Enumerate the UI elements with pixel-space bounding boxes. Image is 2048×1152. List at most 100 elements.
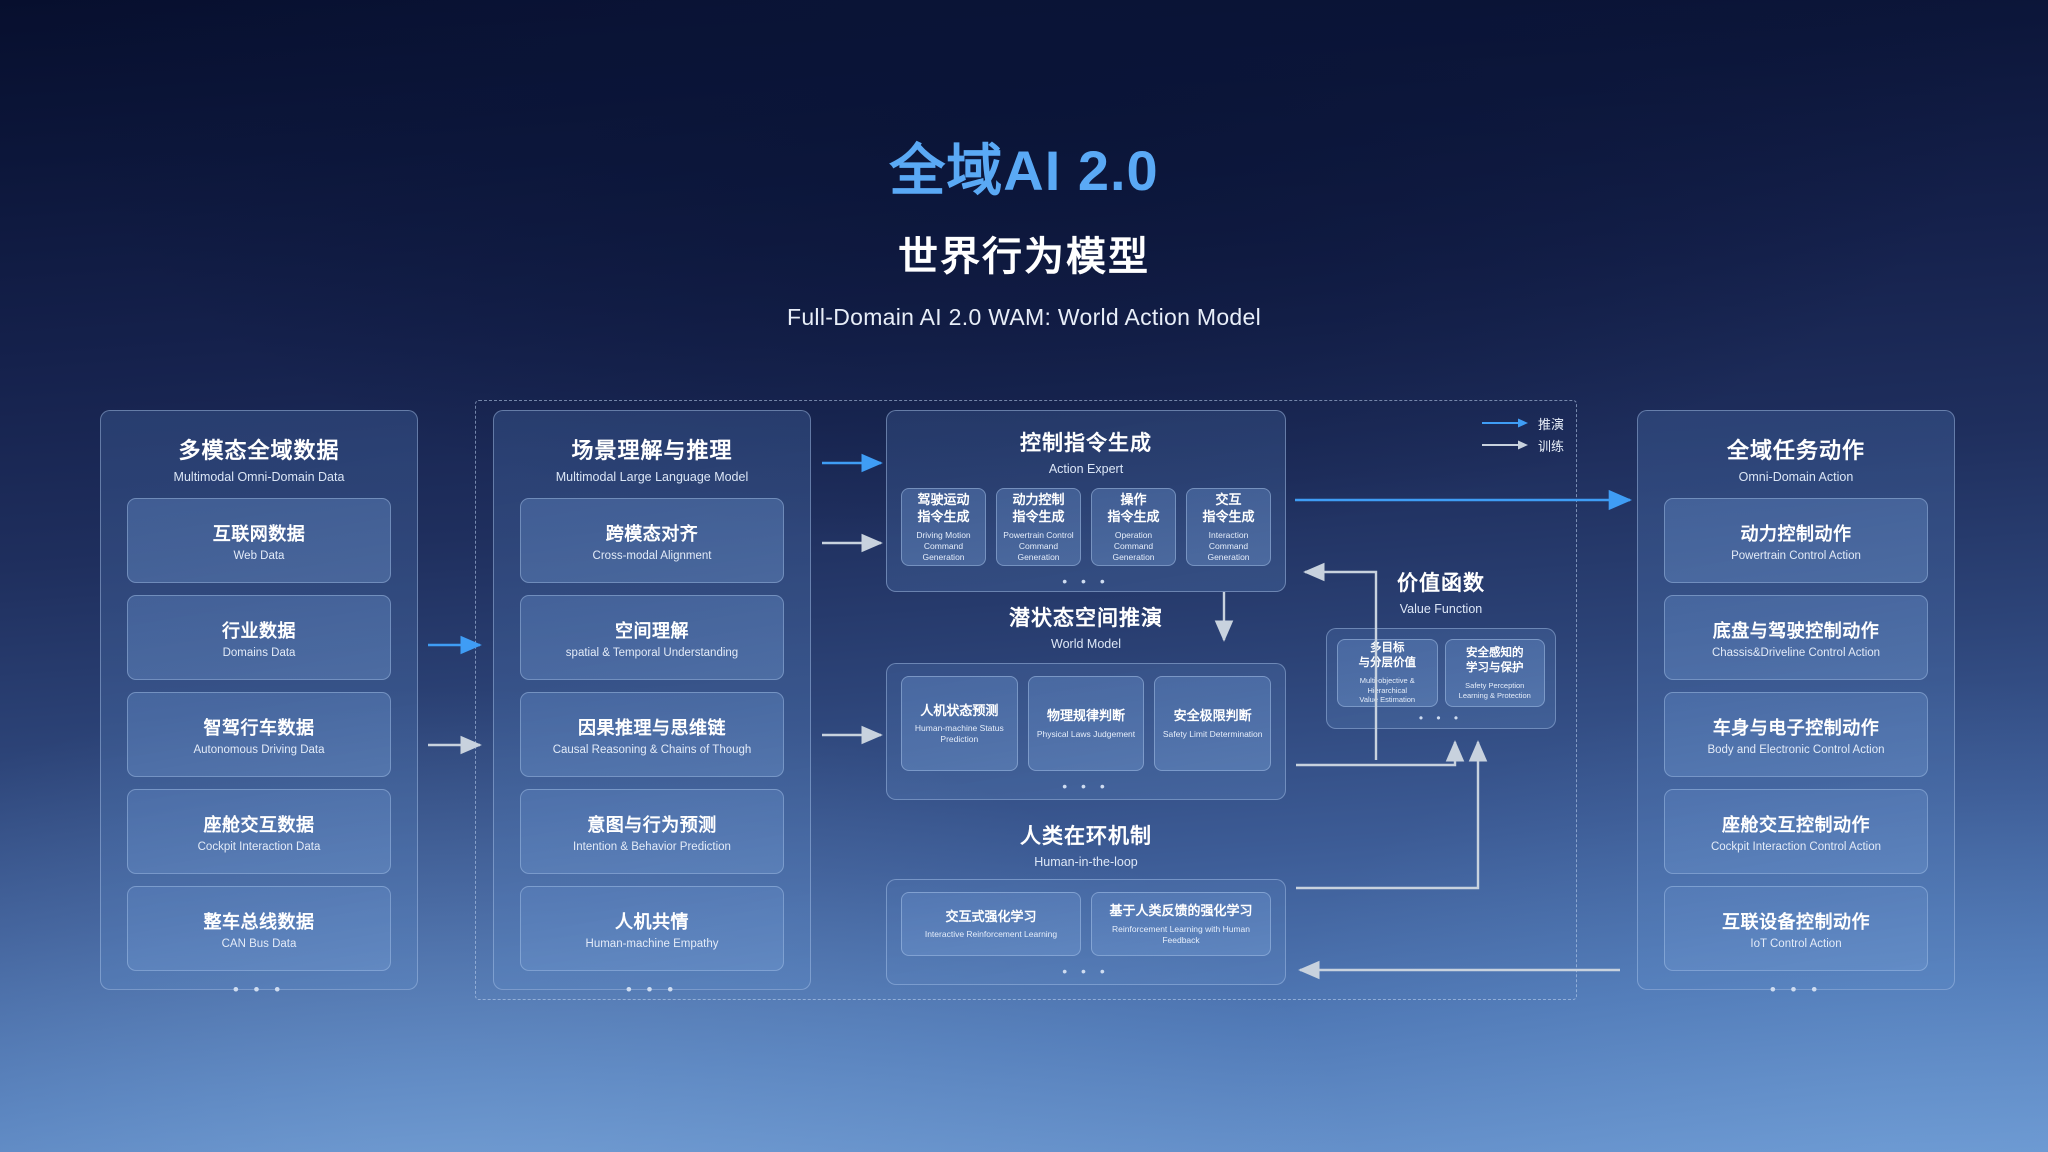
group-value-function-items: 多目标 与分层价值 Multi-objective & Hierarchical…: [1335, 639, 1547, 707]
subcard-driving-motion-command-zh2: 指令生成: [917, 509, 970, 525]
subcard-multi-objective-value-zh1: 多目标: [1370, 641, 1405, 654]
subcard-multi-objective-value[interactable]: 多目标 与分层价值 Multi-objective & Hierarchical…: [1337, 639, 1438, 707]
subcard-operation-command-en2: Command Generation: [1112, 541, 1155, 563]
group-world-model: 潜状态空间推演 World Model 人机状态预测 Human-machine…: [886, 600, 1286, 810]
card-human-machine-empathy[interactable]: 人机共情 Human-machine Empathy: [520, 886, 784, 971]
column-mllm-ellipsis: • • •: [625, 980, 679, 999]
group-human-loop-header: 人类在环机制 Human-in-the-loop: [1020, 820, 1152, 869]
column-mllm-title-zh: 场景理解与推理: [571, 438, 733, 463]
subcard-powertrain-control-command-en1: Powertrain Control: [1003, 529, 1074, 540]
card-iot-control-action[interactable]: 互联设备控制动作 IoT Control Action: [1664, 886, 1928, 971]
subcard-rlhf[interactable]: 基于人类反馈的强化学习 Reinforcement Learning with …: [1091, 892, 1271, 956]
subcard-operation-command[interactable]: 操作 指令生成 Operation Command Generation: [1091, 488, 1176, 566]
group-action-expert-dots: • • •: [1062, 573, 1110, 589]
subcard-interaction-command[interactable]: 交互 指令生成 Interaction Command Generation: [1186, 488, 1271, 566]
group-action-expert-header: 控制指令生成 Action Expert: [1020, 427, 1152, 476]
group-action-expert-items: 驾驶运动 指令生成 Driving Motion Command Generat…: [887, 488, 1285, 566]
card-autonomous-driving-data-en: Autonomous Driving Data: [193, 743, 325, 756]
card-domains-data-en: Domains Data: [222, 646, 296, 659]
group-world-model-title-en: World Model: [1051, 637, 1121, 651]
subcard-interactive-rl-en: Interactive Reinforcement Learning: [924, 929, 1058, 940]
subcard-interaction-command-en2: Command Generation: [1207, 541, 1250, 563]
card-powertrain-control-action[interactable]: 动力控制动作 Powertrain Control Action: [1664, 498, 1928, 583]
card-chassis-driveline-control-action-en: Chassis&Driveline Control Action: [1711, 646, 1881, 659]
card-web-data-zh: 互联网数据: [212, 523, 306, 544]
card-cross-modal-alignment[interactable]: 跨模态对齐 Cross-modal Alignment: [520, 498, 784, 583]
column-mllm-header: 场景理解与推理 Multimodal Large Language Model: [556, 433, 749, 484]
group-action-expert-title-zh: 控制指令生成: [1020, 432, 1152, 455]
subcard-interaction-command-en1: Interaction: [1208, 529, 1249, 540]
subcard-safety-perception-en2: Learning & Protection: [1458, 690, 1531, 700]
card-domains-data[interactable]: 行业数据 Domains Data: [127, 595, 391, 680]
group-human-loop-dots: • • •: [1062, 963, 1110, 979]
card-causal-reasoning-en: Causal Reasoning & Chains of Though: [552, 743, 752, 756]
card-iot-control-action-en: IoT Control Action: [1750, 937, 1842, 950]
subcard-operation-command-zh2: 指令生成: [1107, 509, 1160, 525]
legend-label-training: 训练: [1538, 438, 1565, 454]
subcard-multi-objective-value-zh2: 与分层价值: [1358, 657, 1417, 670]
group-human-loop-title-en: Human-in-the-loop: [1034, 855, 1138, 869]
card-causal-reasoning[interactable]: 因果推理与思维链 Causal Reasoning & Chains of Th…: [520, 692, 784, 777]
page-title: 全域AI 2.0: [889, 139, 1159, 202]
card-intention-behavior-prediction[interactable]: 意图与行为预测 Intention & Behavior Prediction: [520, 789, 784, 874]
subcard-powertrain-control-command-zh1: 动力控制: [1012, 491, 1065, 507]
column-data-title-zh: 多模态全域数据: [178, 438, 340, 463]
subcard-multi-objective-value-en1: Multi-objective & Hierarchical: [1359, 675, 1415, 695]
subcard-physical-laws-judgement[interactable]: 物理规律判断 Physical Laws Judgement: [1027, 676, 1145, 771]
subcard-human-machine-status-prediction[interactable]: 人机状态预测 Human-machine Status Prediction: [901, 676, 1018, 771]
training-arrow-icon: [1482, 440, 1528, 450]
card-chassis-driveline-control-action-zh: 底盘与驾驶控制动作: [1712, 620, 1880, 641]
page-subtitle: 世界行为模型: [898, 234, 1150, 279]
page-header: 全域AI 2.0 世界行为模型 Full-Domain AI 2.0 WAM: …: [0, 140, 2048, 331]
card-cockpit-interaction-control-action-en: Cockpit Interaction Control Action: [1710, 840, 1882, 853]
group-world-model-title-zh: 潜状态空间推演: [1009, 607, 1163, 630]
subcard-operation-command-en1: Operation: [1114, 529, 1153, 540]
group-human-in-the-loop: 人类在环机制 Human-in-the-loop 交互式强化学习 Interac…: [886, 818, 1286, 1000]
group-world-model-header: 潜状态空间推演 World Model: [1009, 602, 1163, 651]
card-autonomous-driving-data[interactable]: 智驾行车数据 Autonomous Driving Data: [127, 692, 391, 777]
card-body-electronic-control-action[interactable]: 车身与电子控制动作 Body and Electronic Control Ac…: [1664, 692, 1928, 777]
card-chassis-driveline-control-action[interactable]: 底盘与驾驶控制动作 Chassis&Driveline Control Acti…: [1664, 595, 1928, 680]
card-cockpit-interaction-control-action-zh: 座舱交互控制动作: [1722, 814, 1870, 835]
subcard-human-machine-status-prediction-zh: 人机状态预测: [920, 702, 999, 718]
column-data-card-list: 互联网数据 Web Data 行业数据 Domains Data 智驾行车数据 …: [101, 498, 417, 971]
card-causal-reasoning-zh: 因果推理与思维链: [578, 717, 726, 738]
column-multimodal-data: 多模态全域数据 Multimodal Omni-Domain Data 互联网数…: [100, 410, 418, 998]
group-human-loop-items: 交互式强化学习 Interactive Reinforcement Learni…: [897, 892, 1275, 956]
column-action-title-zh: 全域任务动作: [1726, 438, 1865, 463]
card-spatial-temporal-understanding[interactable]: 空间理解 spatial & Temporal Understanding: [520, 595, 784, 680]
card-cockpit-interaction-control-action[interactable]: 座舱交互控制动作 Cockpit Interaction Control Act…: [1664, 789, 1928, 874]
group-value-function-title-en: Value Function: [1399, 602, 1483, 616]
subcard-interaction-command-zh1: 交互: [1215, 491, 1242, 507]
column-data-ellipsis: • • •: [232, 980, 286, 999]
subcard-safety-perception-en1: Safety Perception: [1465, 680, 1525, 690]
subcard-operation-command-zh1: 操作: [1120, 491, 1147, 507]
card-domains-data-zh: 行业数据: [222, 620, 296, 641]
column-action-ellipsis: • • •: [1769, 980, 1823, 999]
group-action-expert: 控制指令生成 Action Expert 驾驶运动 指令生成 Driving M…: [886, 410, 1286, 592]
card-cockpit-interaction-data[interactable]: 座舱交互数据 Cockpit Interaction Data: [127, 789, 391, 874]
card-human-machine-empathy-zh: 人机共情: [615, 911, 689, 932]
subcard-interactive-reinforcement-learning[interactable]: 交互式强化学习 Interactive Reinforcement Learni…: [901, 892, 1081, 956]
card-intention-behavior-prediction-zh: 意图与行为预测: [587, 814, 717, 835]
card-can-bus-data[interactable]: 整车总线数据 CAN Bus Data: [127, 886, 391, 971]
column-data-header: 多模态全域数据 Multimodal Omni-Domain Data: [174, 433, 345, 484]
subcard-driving-motion-command-en1: Driving Motion: [916, 529, 971, 540]
card-powertrain-control-action-zh: 动力控制动作: [1740, 523, 1852, 544]
subcard-safety-perception-zh2: 学习与保护: [1466, 662, 1524, 675]
page-subtitle-english: Full-Domain AI 2.0 WAM: World Action Mod…: [786, 303, 1262, 330]
card-web-data[interactable]: 互联网数据 Web Data: [127, 498, 391, 583]
group-value-function-header: 价值函数 Value Function: [1397, 567, 1485, 616]
subcard-powertrain-control-command[interactable]: 动力控制 指令生成 Powertrain Control Command Gen…: [996, 488, 1081, 566]
column-mllm-card-list: 跨模态对齐 Cross-modal Alignment 空间理解 spatial…: [494, 498, 810, 971]
card-spatial-temporal-understanding-en: spatial & Temporal Understanding: [565, 646, 739, 659]
group-world-model-items: 人机状态预测 Human-machine Status Prediction 物…: [897, 676, 1275, 771]
subcard-safety-limit-determination-zh: 安全极限判断: [1173, 708, 1252, 724]
subcard-driving-motion-command[interactable]: 驾驶运动 指令生成 Driving Motion Command Generat…: [901, 488, 986, 566]
subcard-safety-limit-determination[interactable]: 安全极限判断 Safety Limit Determination: [1154, 676, 1272, 771]
legend: 推演 训练: [1482, 412, 1564, 456]
group-human-loop-title-zh: 人类在环机制: [1020, 825, 1152, 848]
subcard-safety-perception-learning[interactable]: 安全感知的 学习与保护 Safety Perception Learning &…: [1444, 639, 1545, 707]
card-cockpit-interaction-data-en: Cockpit Interaction Data: [197, 840, 321, 853]
column-scene-understanding: 场景理解与推理 Multimodal Large Language Model …: [493, 410, 811, 998]
